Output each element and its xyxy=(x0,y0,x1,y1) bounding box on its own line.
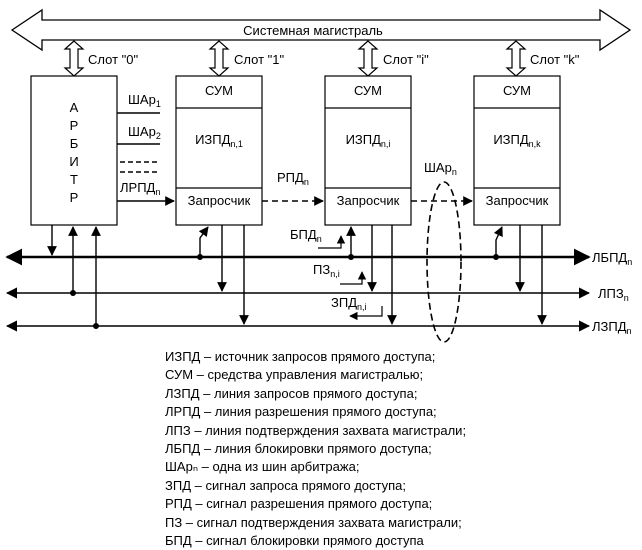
legend-item: ЛПЗ – линия подтверждения захвата магист… xyxy=(165,422,467,438)
legend-item: СУМ – средства управления магистралью; xyxy=(165,367,424,383)
lbpd-label: ЛБПДn xyxy=(592,250,632,267)
slot-connector-k xyxy=(505,40,527,77)
arbiter-letter-6: Р xyxy=(70,190,79,205)
pz-signal-hook xyxy=(340,271,367,285)
bpd-label: БПДn xyxy=(290,227,322,244)
system-bus-arrow xyxy=(10,8,632,52)
zpd-signal-hook xyxy=(349,306,383,321)
slot-label-1: Слот "1" xyxy=(234,52,284,67)
sum-label-1: СУМ xyxy=(205,83,233,98)
module-k: СУМ ИЗПДn,k Запросчик xyxy=(473,75,561,226)
module-k-connections xyxy=(493,225,547,325)
sum-label-k: СУМ xyxy=(503,83,531,98)
arbiter-letter-2: Р xyxy=(70,118,79,133)
arbiter-connections xyxy=(47,225,101,326)
module-i-connections xyxy=(346,225,397,325)
slot-connector-1 xyxy=(208,40,230,77)
requester-label-k: Запросчик xyxy=(486,193,549,208)
slot-label-i: Слот "i" xyxy=(383,52,429,67)
zpd-label: ЗПДn,i xyxy=(331,295,367,312)
shar1-label: ШАр1 xyxy=(128,92,161,109)
legend-item: ЗПД – сигнал запроса прямого доступа; xyxy=(165,477,407,493)
slot-label-k: Слот "k" xyxy=(530,52,580,67)
arbiter-letter-3: Б xyxy=(70,136,79,151)
arbitration-bus-n-ellipse xyxy=(426,181,462,343)
requester-label-i: Запросчик xyxy=(337,193,400,208)
arbiter-letter-5: Т xyxy=(70,172,78,187)
slot-connector-i xyxy=(357,40,379,77)
izpd-label-i: ИЗПДn,i xyxy=(346,132,391,149)
legend: ИЗПД – источник запросов прямого доступа… xyxy=(165,348,466,550)
legend-item: ИЗПД – источник запросов прямого доступа… xyxy=(165,349,436,364)
slot-connector-0 xyxy=(63,40,85,77)
lpz-label: ЛПЗn xyxy=(598,286,629,303)
legend-item: РПД – сигнал разрешения прямого доступа; xyxy=(165,496,433,512)
lzpd-label: ЛЗПДn xyxy=(592,319,632,336)
izpd-label-1: ИЗПДn,1 xyxy=(195,132,243,149)
sum-label-i: СУМ xyxy=(354,83,382,98)
requester-label-1: Запросчик xyxy=(188,193,251,208)
legend-item: ШАрₙ – одна из шин арбитража; xyxy=(165,459,360,475)
shar2-label: ШАр2 xyxy=(128,124,161,141)
module-i: СУМ ИЗПДn,i Запросчик xyxy=(324,75,412,226)
legend-item: ЛЗПД – линия запросов прямого доступа; xyxy=(165,385,418,401)
bpd-signal-hook xyxy=(318,235,346,249)
arbiter-letter-1: А xyxy=(70,100,79,115)
legend-item: ЛБПД – линия блокировки прямого доступа; xyxy=(165,441,432,457)
arbiter-box xyxy=(30,75,118,226)
module-1: СУМ ИЗПДn,1 Запросчик xyxy=(175,75,263,226)
legend-item: ЛРПД – линия разрешения прямого доступа; xyxy=(165,404,437,420)
pz-label: ПЗn,i xyxy=(313,262,340,279)
system-bus-title: Системная магистраль xyxy=(243,23,383,38)
rpd-label: РПДn xyxy=(277,170,309,187)
arbitration-bus-lines xyxy=(117,112,160,173)
izpd-label-k: ИЗПДn,k xyxy=(493,132,541,149)
arbiter-letter-4: И xyxy=(69,154,78,169)
lrpd-label: ЛРПДn xyxy=(120,180,160,197)
legend-item: ПЗ – сигнал подтверждения захвата магист… xyxy=(165,514,462,530)
module-1-connections xyxy=(198,225,249,325)
slot-label-0: Слот "0" xyxy=(88,52,138,67)
junction-dots xyxy=(70,254,499,329)
sharn-label: ШАрn xyxy=(424,160,457,177)
legend-item: БПД – сигнал блокировки прямого доступа xyxy=(165,533,424,549)
